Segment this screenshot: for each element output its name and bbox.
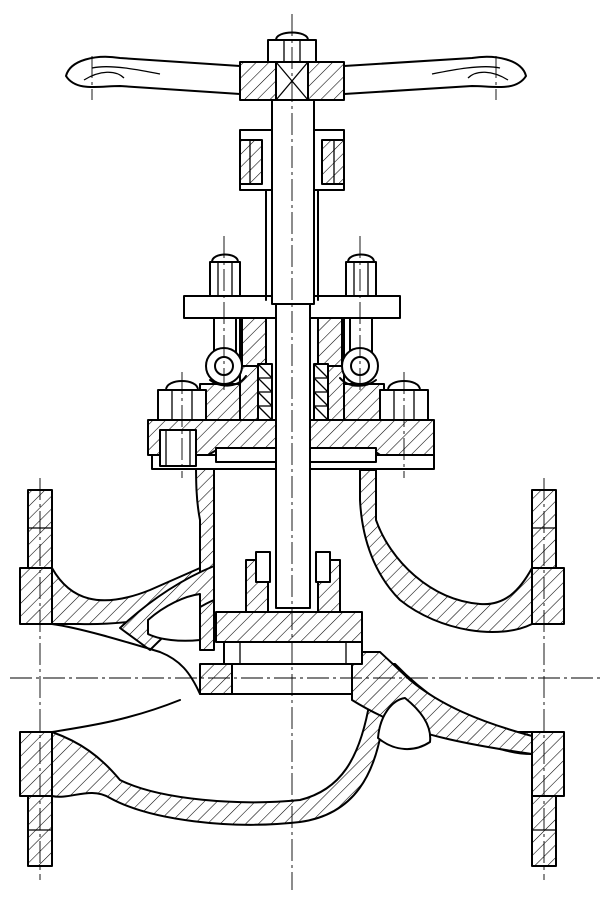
packing-rings (257, 363, 329, 421)
centerlines (10, 14, 600, 890)
eye-bolt-right (339, 253, 379, 387)
right-flange (531, 489, 565, 867)
left-flange (19, 489, 53, 867)
valve-stem (271, 95, 315, 609)
eye-bolt-left (205, 253, 247, 387)
disc-holder (245, 551, 341, 613)
valve-body (51, 459, 533, 826)
valve-disc (215, 611, 363, 665)
handwheel (65, 55, 527, 101)
